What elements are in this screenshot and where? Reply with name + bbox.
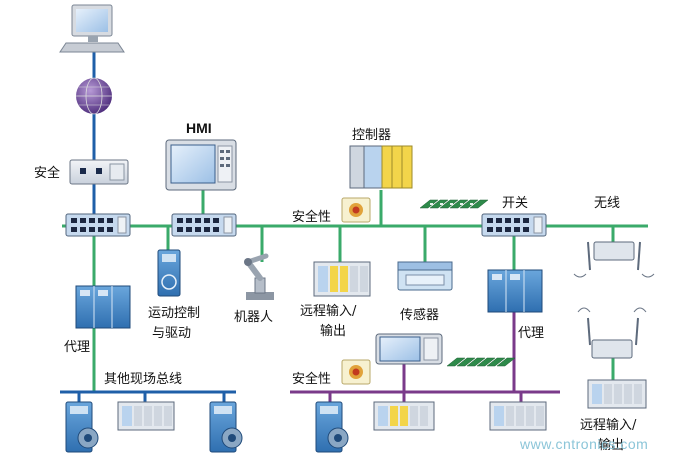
label-robot: 机器人 <box>234 310 274 325</box>
profisafe-modules-bottom <box>446 357 516 367</box>
profisafe-modules-top <box>419 199 489 209</box>
label-switch: 开关 <box>502 196 529 211</box>
sensor-device <box>397 261 453 291</box>
io-bottom-right <box>489 401 547 431</box>
hmi-panel <box>165 139 237 191</box>
label-hmi: HMI <box>186 120 212 136</box>
label-other-fieldbus: 其他现场总线 <box>104 372 183 387</box>
drive-bottom-left-2 <box>209 401 243 453</box>
wireless-ap-2 <box>577 307 647 359</box>
label-remote-io-2b: 输出 <box>598 438 625 453</box>
proxy-right-device <box>487 269 543 313</box>
label-safety-bottom: 安全性 <box>292 372 332 387</box>
remote-io-2 <box>587 379 647 409</box>
io-bottom-left <box>117 401 175 431</box>
controller-plc <box>349 145 413 189</box>
proxy-left-device <box>75 285 131 329</box>
label-sensor: 传感器 <box>400 308 440 323</box>
label-wireless: 无线 <box>594 196 621 211</box>
motion-drive <box>157 249 181 297</box>
computer-icon <box>59 4 125 53</box>
links <box>60 52 648 402</box>
safety-io-bottom <box>373 401 435 431</box>
safety-badge-bottom <box>341 359 371 385</box>
robot-arm-icon <box>244 253 274 300</box>
label-controller: 控制器 <box>352 128 392 143</box>
label-remote-io-1: 远程输入/ <box>300 304 357 319</box>
remote-io-1 <box>313 261 371 297</box>
label-remote-io-1b: 输出 <box>320 324 347 339</box>
drive-bottom-right <box>315 401 349 453</box>
label-and-drive: 与驱动 <box>152 326 192 341</box>
label-remote-io-2: 远程输入/ <box>580 418 637 433</box>
switch-middle <box>171 213 237 237</box>
wireless-ap-1 <box>573 241 655 278</box>
label-security: 安全 <box>34 166 61 181</box>
security-appliance <box>69 159 129 185</box>
globe-icon <box>76 77 112 115</box>
label-safety-top: 安全性 <box>292 210 332 225</box>
label-motion-control: 运动控制 <box>148 306 201 321</box>
drive-bottom-left-1 <box>65 401 99 453</box>
hmi-panel-bottom <box>375 333 443 365</box>
switch-right <box>481 213 547 237</box>
safety-badge-top <box>341 197 371 223</box>
label-proxy-left: 代理 <box>64 340 91 355</box>
label-proxy-right: 代理 <box>518 326 545 341</box>
switch-left <box>65 213 131 237</box>
watermark: www.cntronics.com <box>520 436 649 452</box>
